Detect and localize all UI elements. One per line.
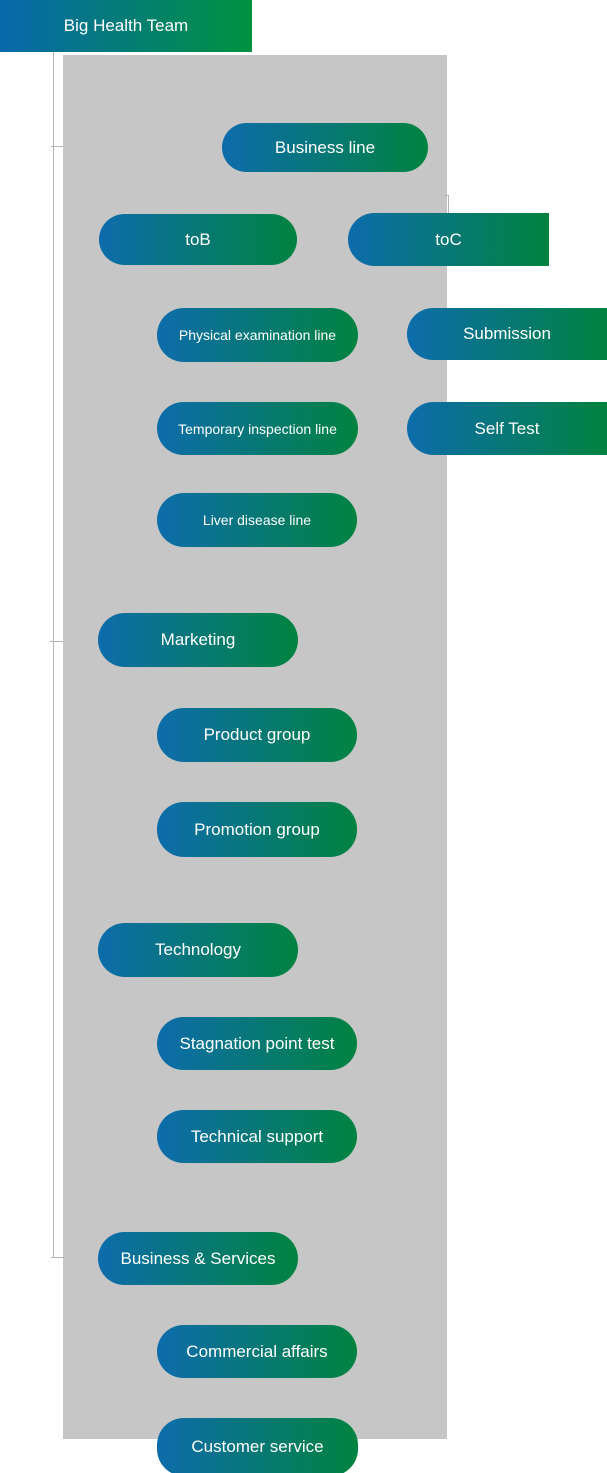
- node-physical-examination-line[interactable]: Physical examination line: [157, 308, 358, 362]
- node-toc[interactable]: toC: [348, 213, 549, 266]
- node-label: Big Health Team: [63, 16, 189, 35]
- node-label: Business & Services: [120, 1248, 276, 1268]
- connector-elbow-toc-horizontal: [445, 195, 449, 196]
- node-label: Technical support: [190, 1126, 324, 1146]
- connector-trunk-line: [53, 52, 54, 1257]
- connector-elbow-toc-vertical: [448, 195, 449, 213]
- node-self-test[interactable]: Self Test: [407, 402, 607, 455]
- node-label: Technology: [154, 940, 241, 959]
- connector-branch-marketing: [50, 641, 63, 642]
- node-customer-service[interactable]: Customer service: [157, 1418, 358, 1473]
- node-root-big-health-team[interactable]: Big Health Team: [0, 0, 252, 52]
- connector-branch-business-services: [51, 1257, 65, 1258]
- node-commercial-affairs[interactable]: Commercial affairs: [157, 1325, 357, 1378]
- node-label: Liver disease line: [202, 512, 312, 528]
- node-label: Submission: [463, 324, 551, 343]
- node-liver-disease-line[interactable]: Liver disease line: [157, 493, 357, 547]
- node-label: Business line: [274, 137, 376, 157]
- node-label: Stagnation point test: [179, 1033, 335, 1053]
- node-label: Self Test: [474, 418, 540, 438]
- node-label: Physical examination line: [178, 327, 337, 343]
- node-submission[interactable]: Submission: [407, 308, 607, 360]
- node-label: Promotion group: [194, 819, 320, 839]
- node-technical-support[interactable]: Technical support: [157, 1110, 357, 1163]
- node-business-and-services[interactable]: Business & Services: [98, 1232, 298, 1285]
- node-stagnation-point-test[interactable]: Stagnation point test: [157, 1017, 357, 1070]
- node-temporary-inspection-line[interactable]: Temporary inspection line: [157, 402, 358, 455]
- node-label: Commercial affairs: [186, 1341, 328, 1361]
- node-label: Marketing: [160, 630, 236, 649]
- node-marketing[interactable]: Marketing: [98, 613, 298, 667]
- node-label: Temporary inspection line: [178, 420, 337, 437]
- node-label: toB: [185, 229, 211, 249]
- node-tob[interactable]: toB: [99, 214, 297, 265]
- node-promotion-group[interactable]: Promotion group: [157, 802, 357, 857]
- connector-branch-business-line: [51, 146, 63, 147]
- node-label: toC: [435, 229, 462, 249]
- node-label: Customer service: [191, 1437, 324, 1456]
- node-product-group[interactable]: Product group: [157, 708, 357, 762]
- node-technology[interactable]: Technology: [98, 923, 298, 977]
- node-business-line[interactable]: Business line: [222, 123, 428, 172]
- node-label: Product group: [203, 725, 311, 744]
